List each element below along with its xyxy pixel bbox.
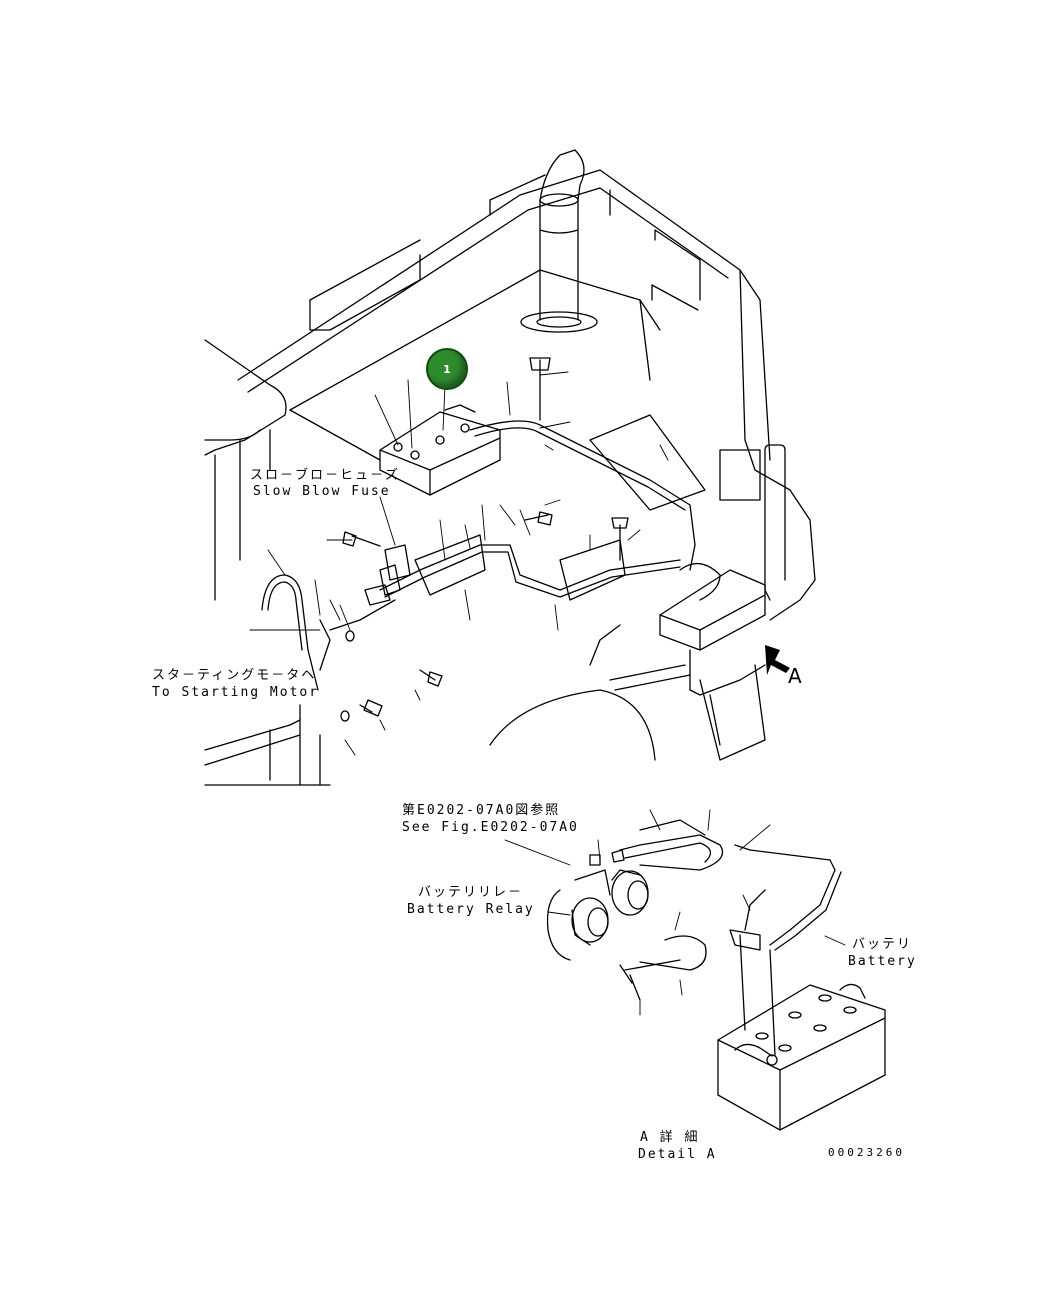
battery-box xyxy=(589,563,766,761)
starting-motor-label-en: To Starting Motor xyxy=(152,685,320,700)
view-arrow-letter: A xyxy=(788,664,802,688)
battery-label-jp: バッテリ xyxy=(852,937,913,952)
detail-a-cables xyxy=(619,819,842,1056)
view-direction-arrow-icon xyxy=(765,645,790,675)
battery-relay-label-jp: バッテリリレ－ xyxy=(418,885,524,900)
bolts xyxy=(340,357,629,722)
engine-hood xyxy=(237,169,816,621)
callout-1[interactable]: 1 xyxy=(426,348,468,390)
see-fig-label-en: See Fig.E0202-07A0 xyxy=(402,820,579,835)
callout-number: 1 xyxy=(443,362,451,376)
wiring-harness xyxy=(329,414,706,631)
left-fender xyxy=(204,339,656,786)
slow-blow-fuse-label-en: Slow Blow Fuse xyxy=(253,484,391,499)
leader-lines xyxy=(249,371,846,1016)
detail-a-label-en: Detail A xyxy=(638,1147,717,1162)
exhaust-stack xyxy=(520,149,598,333)
upper-battery xyxy=(379,404,501,496)
battery-relay xyxy=(546,849,649,961)
detail-a-battery xyxy=(717,983,886,1131)
slow-blow-fuse-box xyxy=(379,544,411,596)
detail-a-label-jp: A 詳 細 xyxy=(640,1130,700,1145)
battery-label-en: Battery xyxy=(848,954,917,969)
starting-motor-label-jp: スタ－ティングモ－タヘ xyxy=(152,668,317,683)
see-fig-label-jp: 第E0202-07A0図参照 xyxy=(402,803,561,818)
slow-blow-fuse-label-jp: スロ－ブロ－ヒュ－ズ xyxy=(250,468,401,483)
drawing-number: 00023260 xyxy=(828,1146,905,1159)
battery-relay-label-en: Battery Relay xyxy=(407,902,535,917)
